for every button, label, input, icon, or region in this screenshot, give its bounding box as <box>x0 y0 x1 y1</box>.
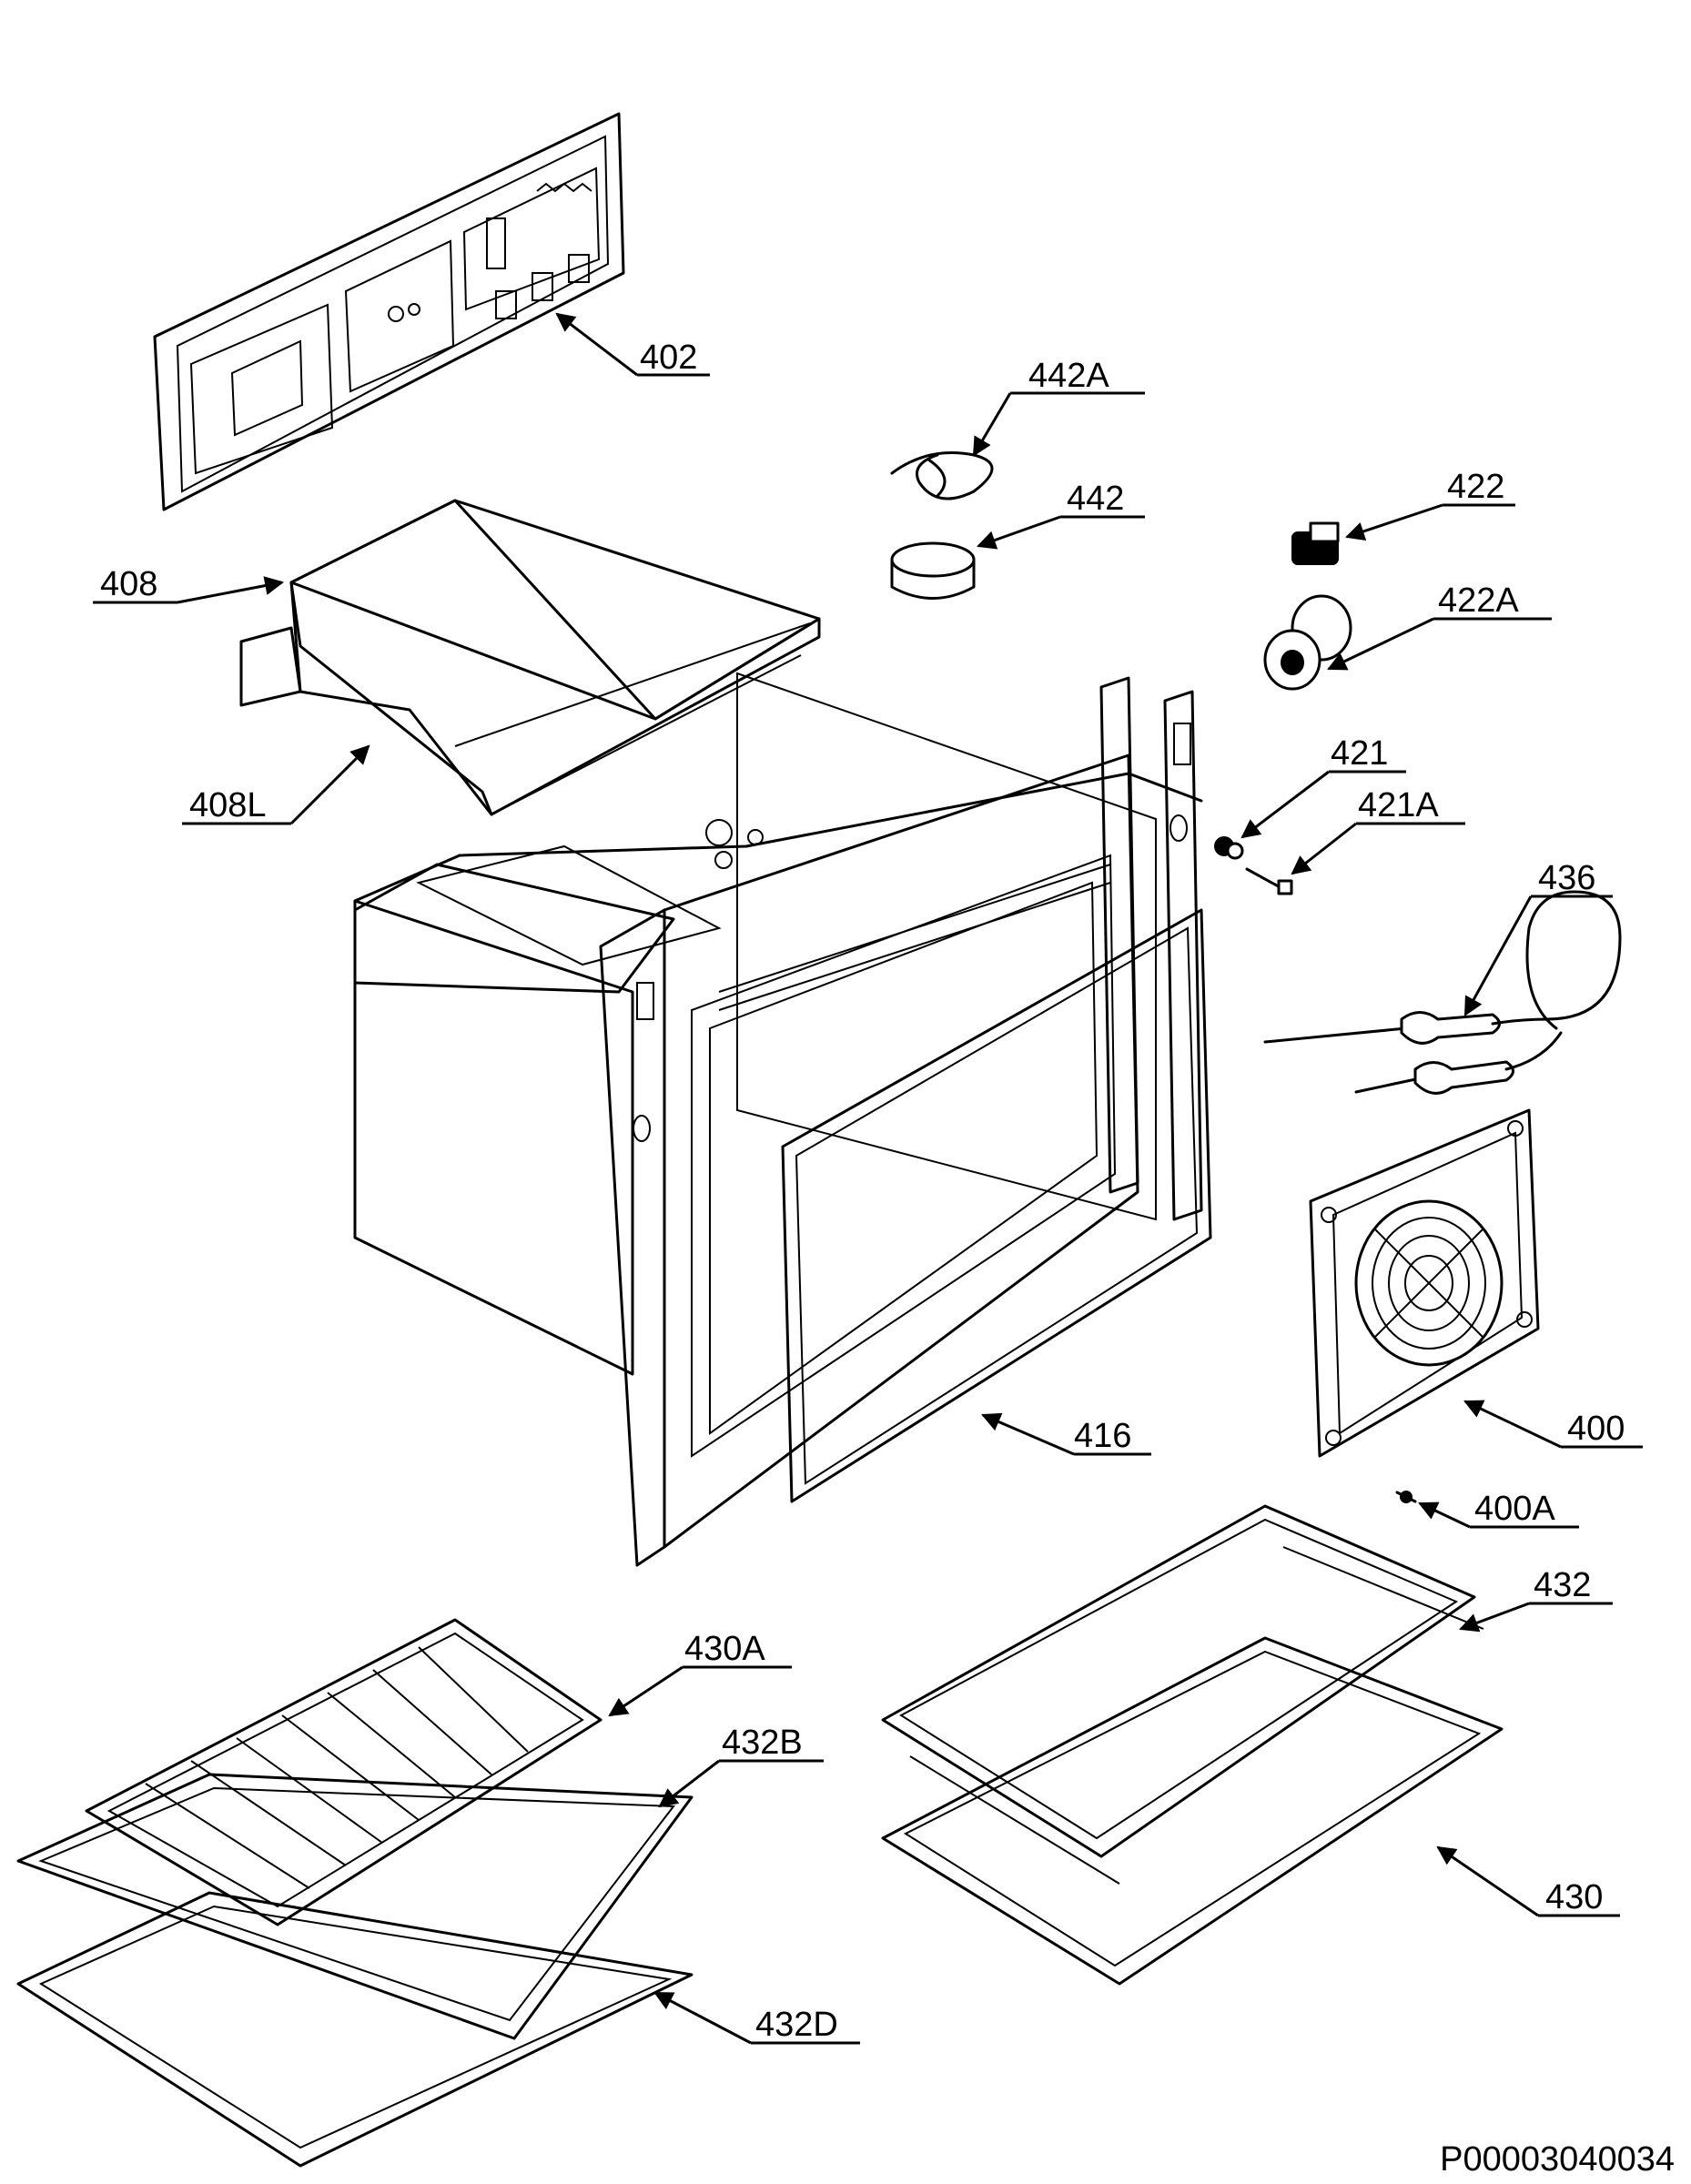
callout-400A: 400A <box>1418 1490 1579 1529</box>
label-430: 430 <box>1545 1878 1603 1916</box>
callout-422A: 422A <box>1327 581 1552 671</box>
deep-tray-part <box>16 1891 694 2168</box>
grid-shelf-part <box>85 1618 602 1926</box>
front-frame-part <box>599 676 1203 1567</box>
callout-436: 436 <box>1463 859 1613 1016</box>
cap-part <box>890 541 976 600</box>
label-430A: 430A <box>684 1630 765 1668</box>
lamp-part <box>1291 521 1340 565</box>
callout-416: 416 <box>981 1412 1151 1456</box>
callout-421: 421 <box>1240 734 1406 839</box>
baking-tray-part <box>16 1773 694 2040</box>
label-408L: 408L <box>189 786 267 824</box>
label-408: 408 <box>100 565 157 603</box>
callout-442: 442 <box>977 480 1145 550</box>
label-442A: 442A <box>1028 357 1109 395</box>
fan-cover-part <box>1309 1108 1540 1458</box>
drawing-code: P00003040034 <box>1440 2140 1675 2179</box>
label-421: 421 <box>1331 734 1388 773</box>
lamp-cover-part <box>1263 594 1352 691</box>
telescopic-runner-part <box>881 1504 1484 1885</box>
label-436: 436 <box>1538 859 1595 897</box>
callout-422: 422 <box>1345 468 1515 541</box>
label-432B: 432B <box>722 1724 803 1762</box>
callout-442A: 442A <box>972 357 1145 457</box>
door-gasket-part <box>781 908 1212 1503</box>
screw-long-part <box>1245 867 1293 895</box>
label-432: 432 <box>1534 1566 1591 1604</box>
label-400A: 400A <box>1474 1490 1555 1528</box>
callout-400: 400 <box>1463 1400 1643 1449</box>
label-422A: 422A <box>1438 581 1519 620</box>
extendible-shelf-part <box>881 1636 1504 1986</box>
meat-probe-part <box>1263 890 1622 1095</box>
label-400: 400 <box>1567 1410 1625 1448</box>
callout-432: 432 <box>1459 1566 1613 1633</box>
callout-402: 402 <box>555 312 710 377</box>
label-432D: 432D <box>755 2006 838 2044</box>
callout-430A: 430A <box>608 1630 792 1717</box>
rear-panel-part <box>153 112 625 511</box>
callout-421A: 421A <box>1291 786 1465 875</box>
callout-430: 430 <box>1436 1845 1620 1917</box>
top-cover-part <box>239 499 821 816</box>
callout-408L: 408L <box>182 744 370 825</box>
callout-432B: 432B <box>658 1724 824 1808</box>
screw-part <box>1214 836 1244 860</box>
label-416: 416 <box>1074 1417 1131 1455</box>
label-422: 422 <box>1447 468 1504 506</box>
label-402: 402 <box>640 339 697 377</box>
clip-part <box>890 451 994 500</box>
callout-408: 408 <box>93 565 285 604</box>
label-421A: 421A <box>1358 786 1439 824</box>
oven-cavity-part <box>353 672 1203 1376</box>
label-442: 442 <box>1067 480 1124 518</box>
callout-432D: 432D <box>653 1991 860 2045</box>
fan-screw-part <box>1395 1491 1417 1503</box>
